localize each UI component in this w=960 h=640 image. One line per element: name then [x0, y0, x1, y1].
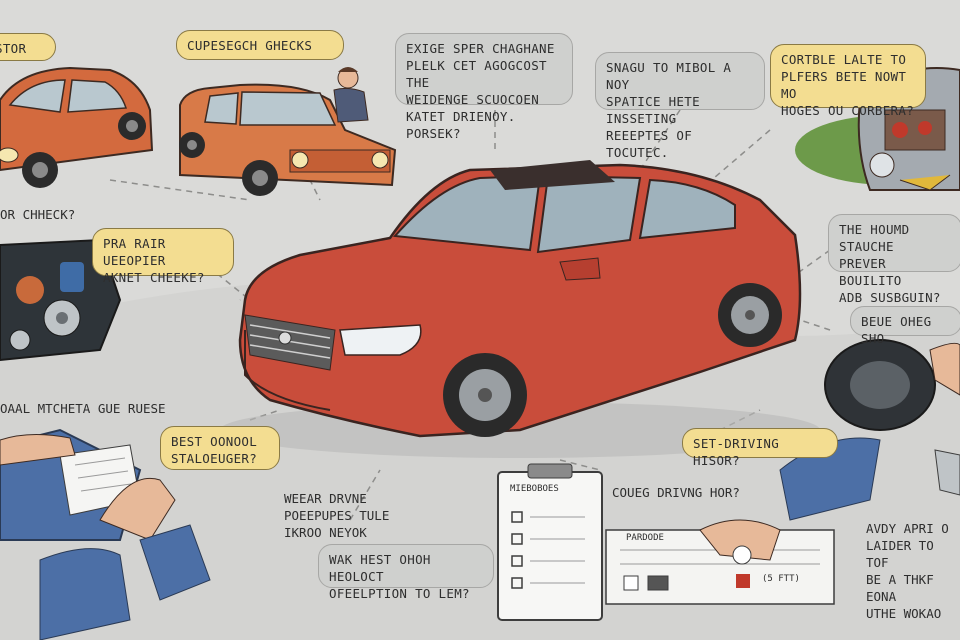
label-oaal: OAAL MTCHETA GUE RUESE	[0, 401, 166, 416]
orange-car-left	[0, 66, 154, 188]
label-snagu: SNAGU TO MIBOL A NOY SPATICE HETE INSSET…	[595, 52, 765, 160]
label-pra: PRA RAIR UEEOPIER AKNET CHEEKE?	[92, 228, 234, 285]
form-title: PARDODE	[626, 533, 664, 543]
label-houmd: THE HOUMD STAUCHE PREVER BOUILITO ADB SU…	[828, 214, 960, 305]
label-beue: BEUE OHEG SHO	[850, 306, 960, 346]
label-wak: WAK HEST OHOH HEOLOCT OFEELPTION TO LEM?	[318, 544, 494, 601]
label-weear: WEEAR DRVNE POEEPUPES TULE IKROO NEYOK	[284, 491, 390, 540]
label-set-driving: SET-DRIVING HISOR?	[682, 428, 838, 468]
label-cortble: CORTBLE LALTE TO PLFERS BETE NOWT MO HOG…	[770, 44, 926, 118]
orange-car-coupe	[179, 67, 397, 196]
hands-document	[0, 428, 211, 640]
form-panel	[605, 437, 881, 605]
label-or-check: OR CHHECK?	[0, 207, 76, 222]
red-sedan	[220, 160, 820, 458]
label-avdy: AVDY APRI O LAIDER TO TOF BE A THKF EONA…	[866, 521, 949, 621]
label-stor: STOR	[0, 33, 56, 61]
label-center-top: EXIGE SPER CHAGHANE PLELK CET AGOGCOST T…	[395, 33, 573, 141]
engine-left	[0, 238, 122, 362]
jar-right	[934, 449, 960, 496]
clipboard	[497, 463, 603, 621]
label-coueg: COUEG DRIVNG HOR?	[612, 485, 740, 500]
label-checks: CUPESEGCH GHECKS	[176, 30, 344, 60]
label-best: BEST OONOOL STALOEUGER?	[160, 426, 280, 470]
form-note: (5 FTT)	[762, 574, 800, 584]
tyre-right	[824, 339, 960, 431]
clipboard-title: MIEBOBOES	[510, 484, 559, 494]
